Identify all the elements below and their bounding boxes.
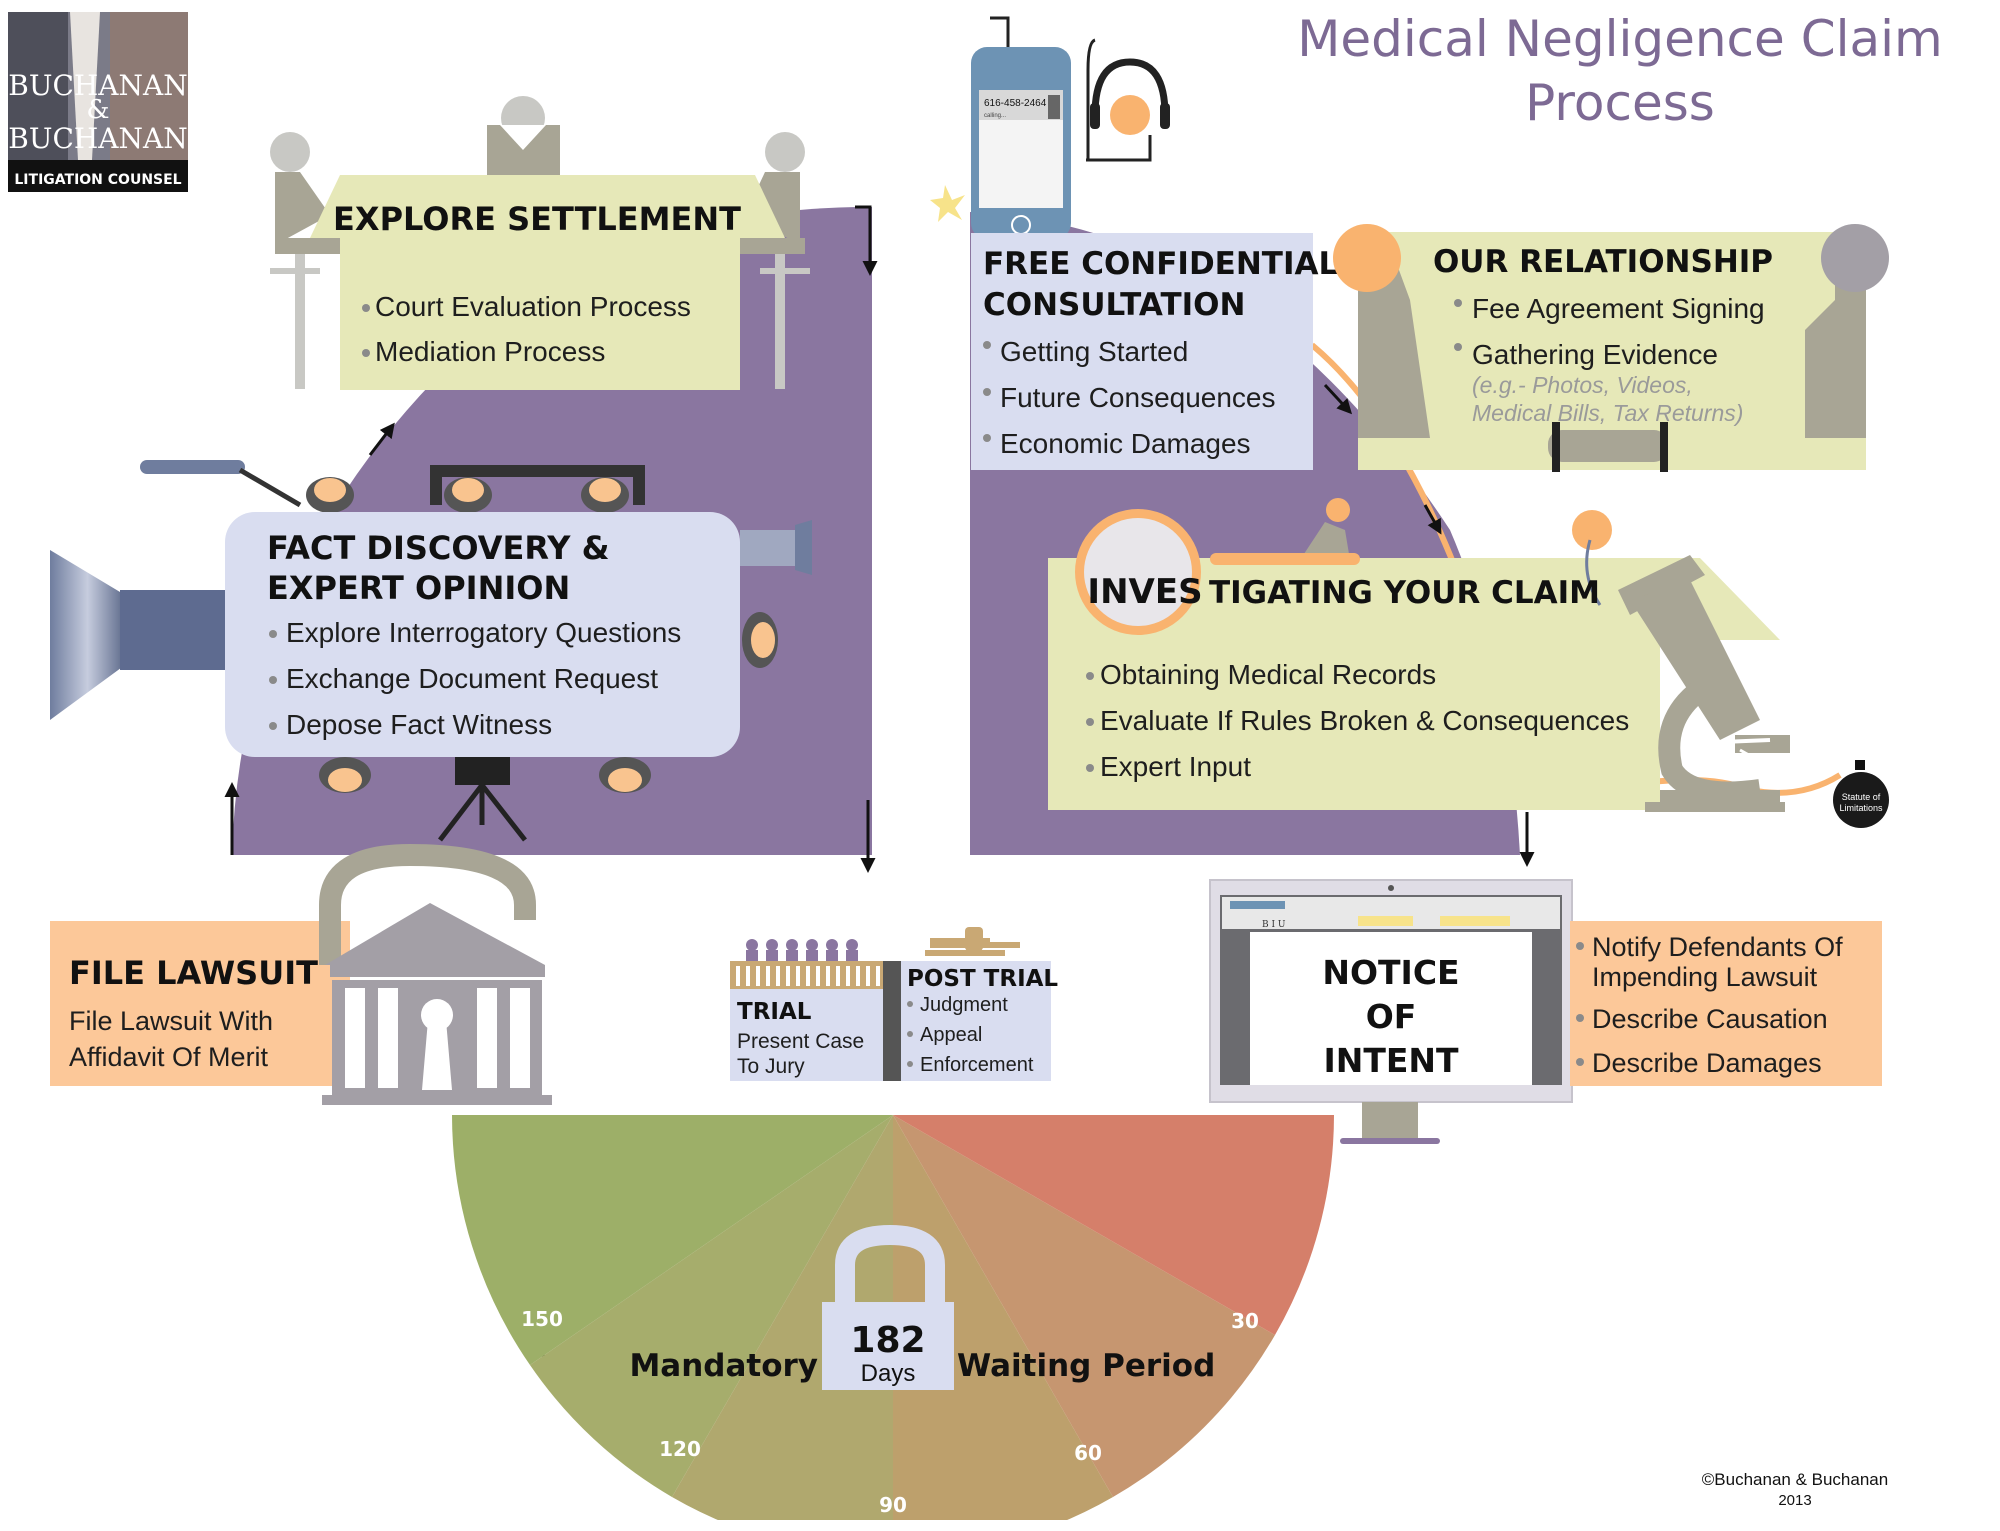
settlement-box: EXPLORE SETTLEMENT Court Evaluation Proc… [310,175,785,390]
microscope-icon [1572,510,1790,812]
page-title: Medical Negligence Claim Process [1297,10,1943,132]
post-trial-item: Enforcement [920,1054,1034,1076]
svg-text:Statute of: Statute of [1842,792,1881,802]
monitor-illustration: B I U NOTICE OF INTENT [1209,879,1573,1144]
trial-box: TRIAL Present Case To Jury [730,939,901,1081]
waiting-period-timer: 30 60 90 120 150 182 Days Mandatory Wait… [440,1115,1350,1531]
svg-text:Limitations: Limitations [1839,803,1883,813]
file-lawsuit-line: Affidavit Of Merit [69,1042,269,1072]
notice-item: Impending Lawsuit [1592,962,1818,992]
consultation-item: Future Consequences [1000,382,1276,413]
relationship-note: (e.g.- Photos, Videos, [1472,372,1693,398]
jury-icon [746,939,858,961]
discovery-illustration [50,460,812,842]
notice-item: Notify Defendants Of [1592,932,1843,962]
fact-discovery-item: Explore Interrogatory Questions [286,617,681,648]
svg-text:Process: Process [1525,74,1715,132]
notice-title: INTENT [1323,1041,1459,1080]
copyright: ©Buchanan & Buchanan 2013 [1702,1470,1888,1509]
svg-text:BUCHANAN: BUCHANAN [8,69,187,102]
settlement-title: EXPLORE SETTLEMENT [333,200,741,238]
svg-text:2013: 2013 [1778,1492,1811,1509]
trial-title: TRIAL [737,999,812,1025]
relationship-item: Gathering Evidence [1472,339,1718,370]
settlement-item: Court Evaluation Process [375,291,691,322]
courthouse-lock-icon [319,843,552,1105]
tick-label: 90 [879,1493,907,1517]
svg-text:©Buchanan & Buchanan: ©Buchanan & Buchanan [1702,1470,1888,1489]
file-lawsuit-box: FILE LAWSUIT File Lawsuit With Affidavit… [50,921,350,1086]
trial-line: Present Case [737,1030,864,1053]
consultation-title: CONSULTATION [983,287,1245,323]
timer-left-label: Mandatory [629,1348,818,1384]
timer-right-label: Waiting Period [957,1348,1215,1384]
notice-title: OF [1366,997,1417,1036]
svg-text:BUCHANAN: BUCHANAN [8,122,187,155]
settlement-item: Mediation Process [375,336,605,367]
svg-text:LITIGATION COUNSEL: LITIGATION COUNSEL [14,172,181,188]
tick-label: 30 [1231,1309,1259,1333]
fact-discovery-item: Depose Fact Witness [286,709,552,740]
trial-line: To Jury [737,1055,805,1078]
padlock-icon [822,1224,954,1390]
consultation-item: Economic Damages [1000,428,1251,459]
investigating-title: TIGATING YOUR CLAIM [1209,575,1600,611]
svg-text:&: & [86,95,109,125]
tick-label: 60 [1074,1441,1102,1465]
gavel-icon [925,927,1020,956]
post-trial-item: Appeal [920,1024,982,1046]
notice-title: NOTICE [1322,953,1459,992]
investigating-item: Evaluate If Rules Broken & Consequences [1100,705,1629,736]
consultation-box: FREE CONFIDENTIAL CONSULTATION Getting S… [971,233,1338,470]
firm-logo: BUCHANAN & BUCHANAN LITIGATION COUNSEL [8,12,188,192]
stopwatch-icon: Statute of Limitations [1833,760,1889,828]
consultation-item: Getting Started [1000,336,1188,367]
svg-text:Medical Negligence Claim: Medical Negligence Claim [1297,10,1943,68]
tick-label: 120 [659,1437,701,1461]
phone-status: calling... [984,113,1006,119]
timer-number: 182 [850,1320,925,1361]
fact-discovery-title: EXPERT OPINION [267,569,570,607]
phone-number: 616-458-2464 [984,98,1047,109]
notice-item: Describe Causation [1592,1004,1828,1034]
notice-item: Describe Damages [1592,1048,1822,1078]
fact-discovery-box: FACT DISCOVERY & EXPERT OPINION Explore … [225,512,740,757]
relationship-box: OUR RELATIONSHIP Fee Agreement Signing G… [1333,224,1889,472]
post-trial-box: POST TRIAL Judgment Appeal Enforcement [901,927,1058,1081]
relationship-note: Medical Bills, Tax Returns) [1472,400,1743,426]
consultation-title: FREE CONFIDENTIAL [983,246,1338,282]
file-lawsuit-line: File Lawsuit With [69,1006,273,1036]
investigating-title: INVES [1087,572,1202,612]
headset-consultant [1086,38,1170,162]
relationship-item: Fee Agreement Signing [1472,293,1765,324]
investigating-item: Obtaining Medical Records [1100,659,1436,690]
fact-discovery-title: FACT DISCOVERY & [267,529,609,567]
phone-illustration: 616-458-2464 calling... [930,16,1071,239]
notice-items-box: Notify Defendants Of Impending Lawsuit D… [1570,921,1882,1086]
timer-unit: Days [861,1360,916,1387]
svg-text:B I U: B I U [1262,920,1286,930]
investigating-item: Expert Input [1100,751,1251,782]
investigating-box: INVES TIGATING YOUR CLAIM Obtaining Medi… [1048,498,1790,812]
tick-label: 150 [521,1307,563,1331]
post-trial-title: POST TRIAL [907,966,1058,992]
file-lawsuit-title: FILE LAWSUIT [69,954,318,992]
relationship-title: OUR RELATIONSHIP [1433,244,1773,280]
fact-discovery-item: Exchange Document Request [286,663,658,694]
post-trial-item: Judgment [920,994,1008,1016]
